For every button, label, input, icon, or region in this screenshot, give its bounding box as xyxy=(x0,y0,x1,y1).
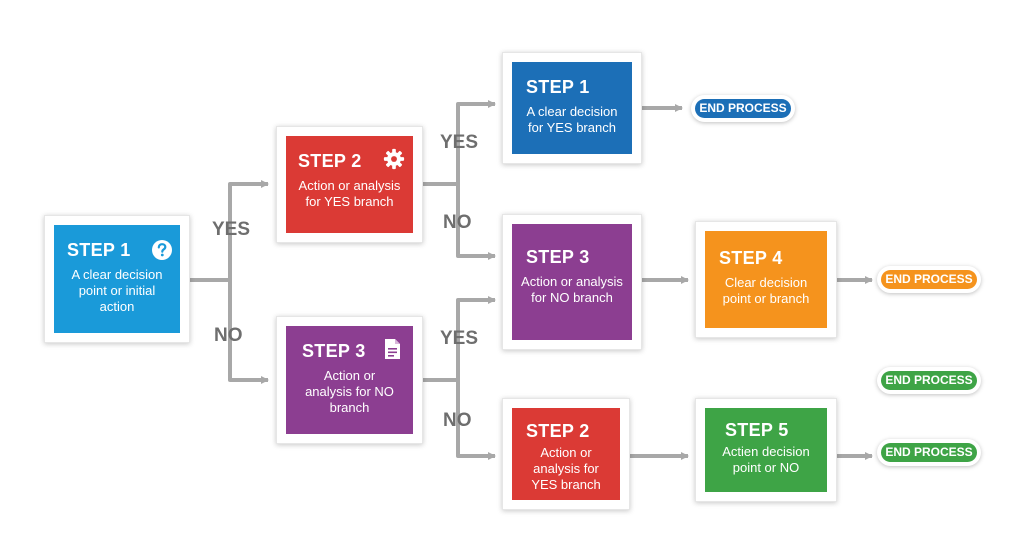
connector-split-to-no xyxy=(228,280,269,384)
connector-no-to-step2 xyxy=(456,380,496,460)
step-description: Action or analysis for NO branch xyxy=(521,274,623,305)
end-process-label: END PROCESS xyxy=(881,371,977,390)
end-process-label: END PROCESS xyxy=(881,443,977,462)
step-description: Action or analysis for YES branch xyxy=(298,178,401,209)
end-process-pill: END PROCESS xyxy=(877,367,981,394)
connector-split-to-yes xyxy=(228,180,269,280)
branch-label-no: NO xyxy=(443,410,472,431)
step-card: STEP 2 Action or analysis for YES branch xyxy=(286,136,413,233)
branch-label-no: NO xyxy=(443,212,472,233)
step-title: STEP 3 xyxy=(302,341,366,361)
step-description: Action or analysis for YES branch xyxy=(531,445,601,492)
step-node-step4: STEP 4 Clear decision point or branch xyxy=(695,221,837,338)
connector-yes-to-step3 xyxy=(456,184,496,260)
step-node-start: STEP 1 A clear decision point or initial… xyxy=(44,215,190,343)
step-description: A clear decision for YES branch xyxy=(526,104,618,135)
question-icon xyxy=(152,240,172,260)
connector-no-to-step3 xyxy=(456,296,496,380)
end-process-pill: END PROCESS xyxy=(691,95,795,122)
step-node-yes-branch: STEP 2 Action or analysis for YES branch xyxy=(276,126,423,243)
step-title: STEP 3 xyxy=(526,247,590,267)
step-card: STEP 3 Action or analysis for NO branch xyxy=(286,326,413,434)
step-description: A clear decision point or initial action xyxy=(71,267,163,314)
step-card: STEP 1 A clear decision for YES branch xyxy=(512,62,632,154)
step-node-no-no: STEP 2 Action or analysis for YES branch xyxy=(502,398,630,510)
end-process-label: END PROCESS xyxy=(881,270,977,289)
step-description: Clear decision point or branch xyxy=(722,275,810,306)
connector-yes-to-step1 xyxy=(456,100,496,184)
step-title: STEP 5 xyxy=(725,420,789,440)
document-icon xyxy=(385,339,400,359)
step-title: STEP 1 xyxy=(67,240,131,260)
step-card: STEP 3 Action or analysis for NO branch xyxy=(512,224,632,340)
step-title: STEP 2 xyxy=(298,151,362,171)
step-node-step5: STEP 5 Actien decision point or NO xyxy=(695,398,837,502)
step-card: STEP 1 A clear decision point or initial… xyxy=(54,225,180,333)
step-title: STEP 4 xyxy=(719,248,783,268)
step-description: Action or analysis for NO branch xyxy=(305,368,394,415)
step-node-yes-no: STEP 3 Action or analysis for NO branch xyxy=(502,214,642,350)
step-card: STEP 5 Actien decision point or NO xyxy=(705,408,827,492)
end-process-pill: END PROCESS xyxy=(877,266,981,293)
step-title: STEP 2 xyxy=(526,421,590,441)
branch-label-yes: YES xyxy=(212,219,251,240)
step-description: Actien decision point or NO xyxy=(722,444,810,475)
step-title: STEP 1 xyxy=(526,77,590,97)
branch-label-yes: YES xyxy=(440,132,479,153)
step-card: STEP 2 Action or analysis for YES branch xyxy=(512,408,620,500)
gear-icon xyxy=(383,148,405,170)
branch-label-no: NO xyxy=(214,325,243,346)
step-node-no-branch: STEP 3 Action or analysis for NO branch xyxy=(276,316,423,444)
end-process-pill: END PROCESS xyxy=(877,439,981,466)
branch-label-yes: YES xyxy=(440,328,479,349)
step-node-yes-yes: STEP 1 A clear decision for YES branch xyxy=(502,52,642,164)
step-card: STEP 4 Clear decision point or branch xyxy=(705,231,827,328)
end-process-label: END PROCESS xyxy=(695,99,791,118)
